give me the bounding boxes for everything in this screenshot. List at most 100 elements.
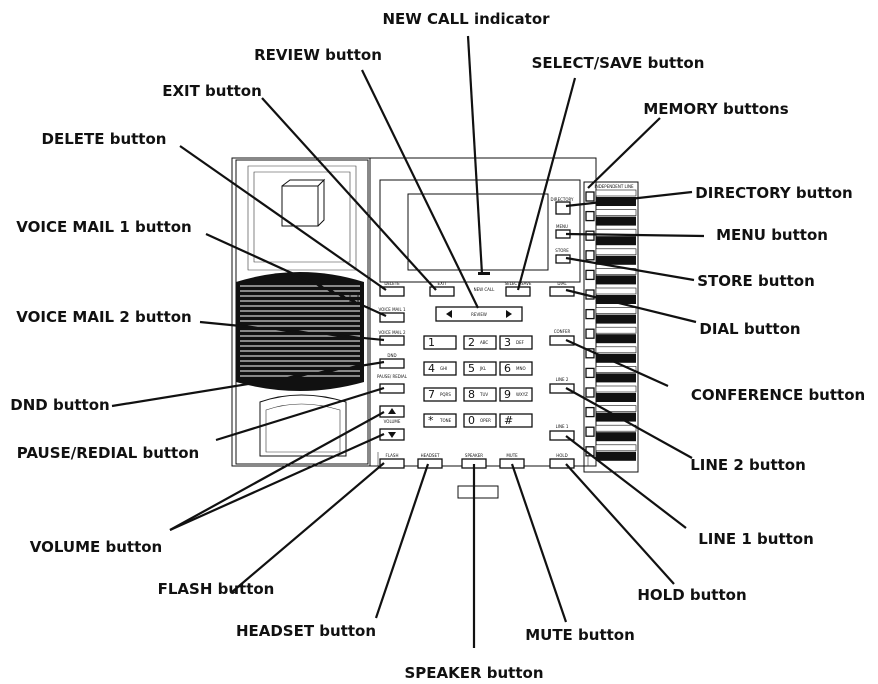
- menu-label: MENU: [556, 224, 568, 229]
- keypad-digit: 4: [428, 362, 435, 375]
- memory-key-11[interactable]: [585, 385, 637, 402]
- memory-key-12[interactable]: [585, 405, 637, 422]
- leader-line-1: [565, 435, 687, 529]
- memory-key-3[interactable]: [585, 228, 637, 246]
- callout-conference: CONFERENCE button: [691, 386, 865, 404]
- leader-line-2: [565, 387, 693, 459]
- directory-label: DIRECTORY: [551, 197, 574, 202]
- keypad-digit: 9: [504, 388, 511, 401]
- memory-key-14[interactable]: [585, 444, 637, 461]
- leader-pause-redial: [215, 386, 385, 442]
- keypad-digit: 2: [468, 336, 475, 349]
- leader-select-save: [516, 77, 577, 291]
- callout-headset: HEADSET button: [236, 622, 376, 640]
- leader-hold: [565, 463, 675, 585]
- hold-label: HOLD: [556, 453, 567, 458]
- keypad-digit: #: [504, 414, 513, 427]
- leader-menu: [565, 232, 705, 238]
- callout-voice-mail-1: VOICE MAIL 1 button: [16, 218, 191, 236]
- directory-key[interactable]: [555, 201, 571, 215]
- line-1-key[interactable]: [549, 430, 575, 441]
- memory-key-13[interactable]: [585, 424, 637, 442]
- conference-label: CONFER: [554, 329, 571, 334]
- keypad-letters: JKL: [479, 366, 487, 371]
- keypad-digit: 5: [468, 362, 475, 375]
- keypad-letters: OPER: [480, 418, 491, 423]
- callout-line-2: LINE 2 button: [690, 456, 806, 474]
- callout-flash: FLASH button: [158, 580, 275, 598]
- callout-delete: DELETE button: [42, 130, 167, 148]
- callout-directory: DIRECTORY button: [695, 184, 852, 202]
- leader-delete: [179, 145, 387, 291]
- callout-pause-redial: PAUSE/REDIAL button: [17, 444, 199, 462]
- exit-key-label: EXIT: [438, 281, 447, 286]
- memory-key-5[interactable]: [585, 268, 637, 285]
- callout-volume: VOLUME button: [30, 538, 162, 556]
- dnd-label: DND: [387, 353, 396, 358]
- exit-key[interactable]: [429, 286, 455, 297]
- leader-voice-mail-2: [199, 320, 385, 342]
- handset-cradle: [235, 159, 369, 465]
- callout-store: STORE button: [697, 272, 815, 290]
- leader-review: [361, 69, 479, 309]
- leader-directory: [565, 190, 693, 208]
- memory-key-8[interactable]: [585, 326, 637, 344]
- keypad-key-10[interactable]: *TONE: [423, 413, 457, 428]
- memory-button-column: INDEPENDENT LINE: [583, 181, 639, 473]
- leader-exit: [261, 97, 437, 291]
- keypad-key-1[interactable]: 1: [423, 335, 457, 350]
- flash-label: FLASH: [386, 453, 399, 458]
- conference-key[interactable]: [549, 335, 575, 346]
- dnd-key[interactable]: [379, 358, 405, 369]
- bottom-key-row: FLASH HEADSET SPEAKER MUTE HOLD: [379, 453, 575, 469]
- voice-mail-1-key[interactable]: [379, 312, 405, 323]
- review-scroll-key[interactable]: REVIEW: [435, 306, 523, 322]
- line-2-key[interactable]: [549, 383, 575, 394]
- hold-key[interactable]: [549, 458, 575, 469]
- select-save-key-label: SELECT/SAVE: [505, 281, 532, 286]
- memory-key-7[interactable]: [585, 307, 637, 324]
- speaker-label: SPEAKER: [465, 453, 483, 458]
- leader-flash: [231, 462, 385, 593]
- callout-dial: DIAL button: [699, 320, 800, 338]
- headset-key[interactable]: [417, 458, 443, 469]
- line-2-label: LINE 2: [556, 377, 569, 382]
- keypad-digit: 1: [428, 336, 435, 349]
- memory-key-4[interactable]: [585, 248, 637, 265]
- keypad-key-6[interactable]: 6 MNO: [499, 361, 533, 376]
- new-call-label: NEW CALL: [474, 287, 496, 292]
- keypad-letters: MNO: [516, 366, 526, 371]
- new-call-indicator-led: [478, 272, 490, 275]
- leader-lines: [111, 35, 705, 648]
- memory-key-10[interactable]: [585, 366, 637, 383]
- volume-down-icon: [388, 432, 396, 438]
- keypad-digit: 8: [468, 388, 475, 401]
- headset-label: HEADSET: [421, 453, 440, 458]
- delete-key[interactable]: [379, 286, 405, 297]
- leader-voice-mail-1: [205, 232, 387, 318]
- leader-dnd: [111, 360, 385, 408]
- callout-labels: NEW CALL indicator REVIEW button SELECT/…: [10, 10, 865, 682]
- keypad-key-5[interactable]: 5 JKL: [463, 361, 497, 376]
- leader-volume-up: [169, 411, 385, 531]
- keypad-digit: 6: [504, 362, 511, 375]
- dial-key-label: DIAL: [557, 281, 567, 286]
- flash-key[interactable]: [379, 458, 405, 469]
- leader-headset: [374, 463, 430, 619]
- keypad-letters: ABC: [480, 340, 488, 345]
- callout-menu: MENU button: [716, 226, 828, 244]
- voice-mail-1-label: VOICE MAIL 1: [379, 307, 406, 312]
- callout-select-save: SELECT/SAVE button: [532, 54, 705, 72]
- callout-new-call-indicator: NEW CALL indicator: [382, 10, 550, 28]
- keypad-key-2[interactable]: 2 ABC: [463, 335, 497, 350]
- keypad-key-12[interactable]: #: [499, 413, 533, 428]
- mute-key[interactable]: [499, 458, 525, 469]
- memory-key-2[interactable]: [585, 209, 637, 226]
